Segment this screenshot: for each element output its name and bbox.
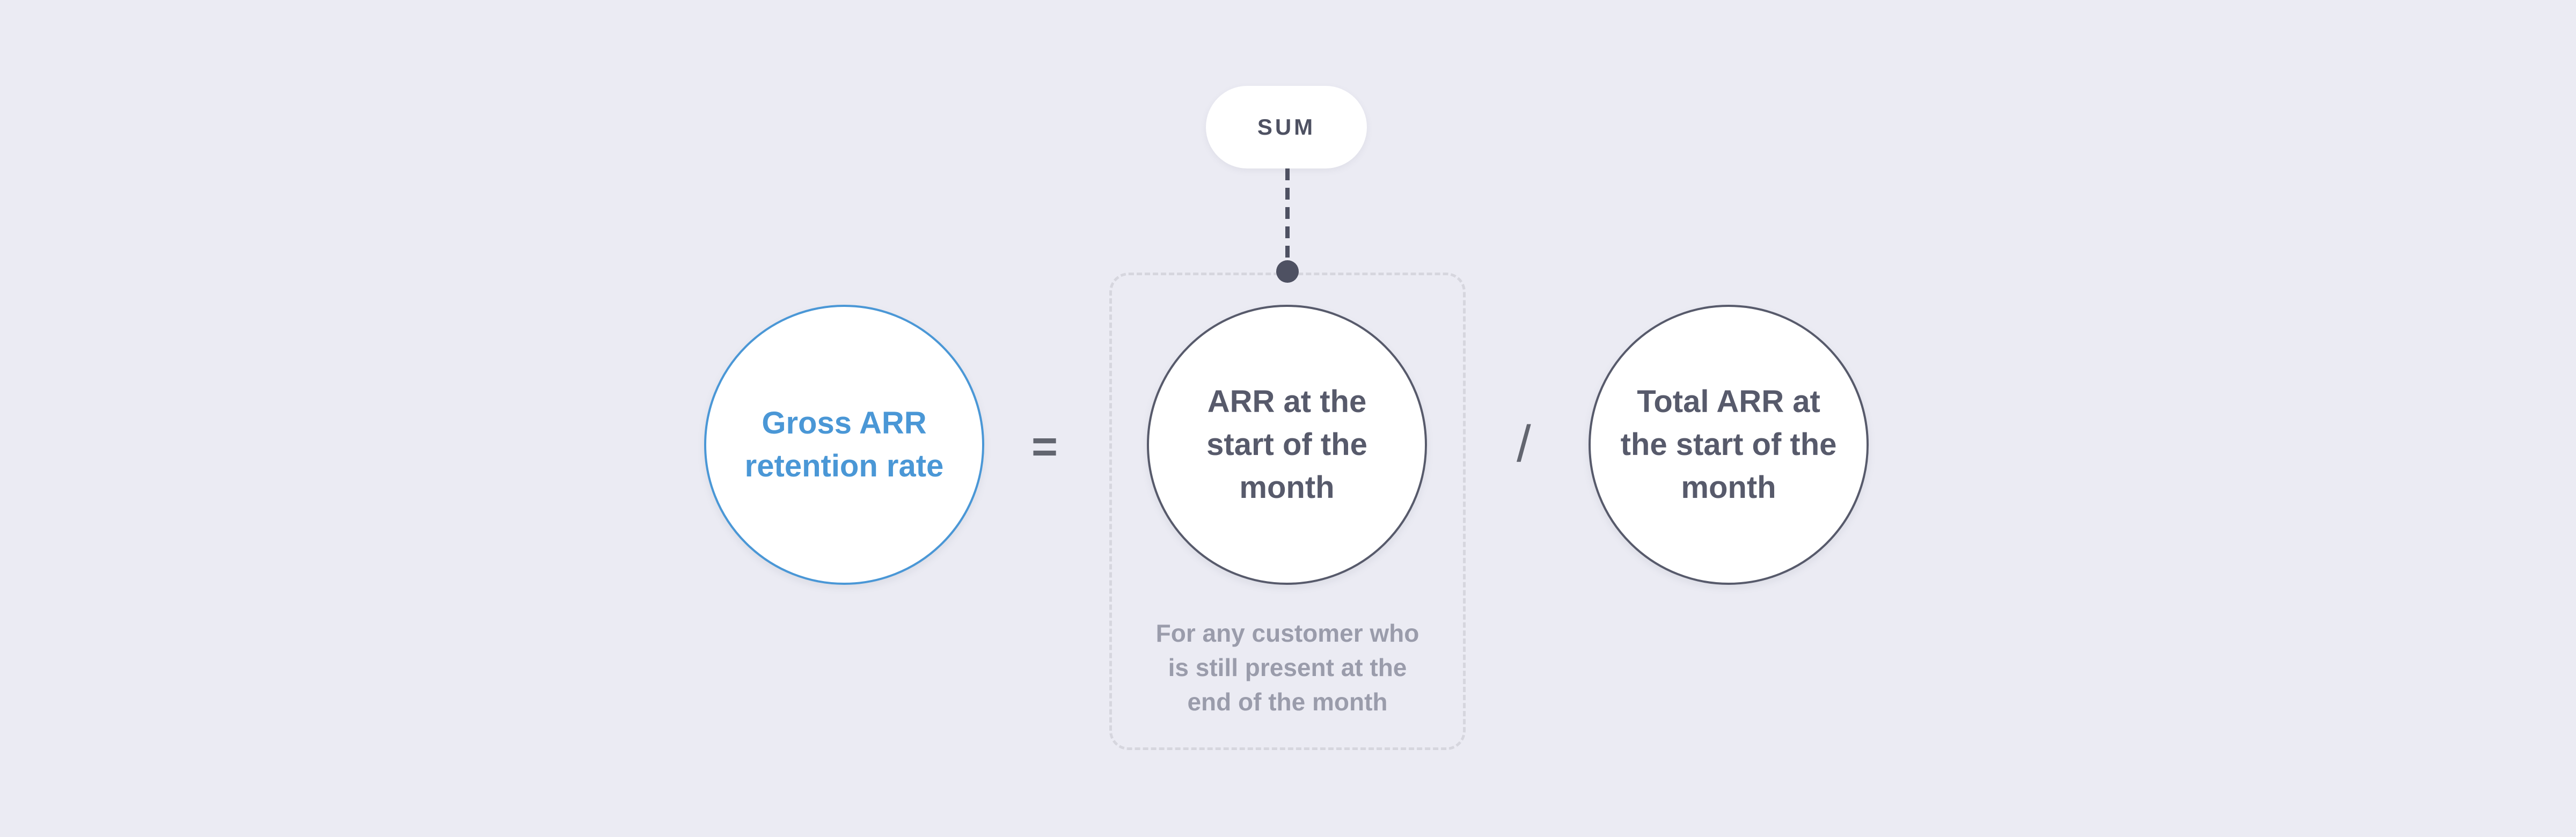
denominator-label: Total ARR at the start of the month — [1620, 384, 1837, 505]
denominator-circle: Total ARR at the start of the month — [1589, 305, 1869, 585]
numerator-circle: ARR at the start of the month — [1147, 305, 1427, 585]
sum-label: SUM — [1257, 114, 1316, 140]
sum-connector — [1276, 168, 1299, 283]
division-sign: / — [1517, 415, 1531, 473]
result-label: Gross ARR retention rate — [744, 406, 944, 483]
sum-condition-note: For any customer who is still present at… — [1155, 619, 1419, 716]
sum-connector-dot — [1276, 260, 1299, 283]
result-circle: Gross ARR retention rate — [704, 305, 984, 585]
numerator-label: ARR at the start of the month — [1206, 384, 1367, 505]
equals-sign: = — [1031, 421, 1058, 472]
sum-label-pill: SUM — [1206, 86, 1367, 168]
